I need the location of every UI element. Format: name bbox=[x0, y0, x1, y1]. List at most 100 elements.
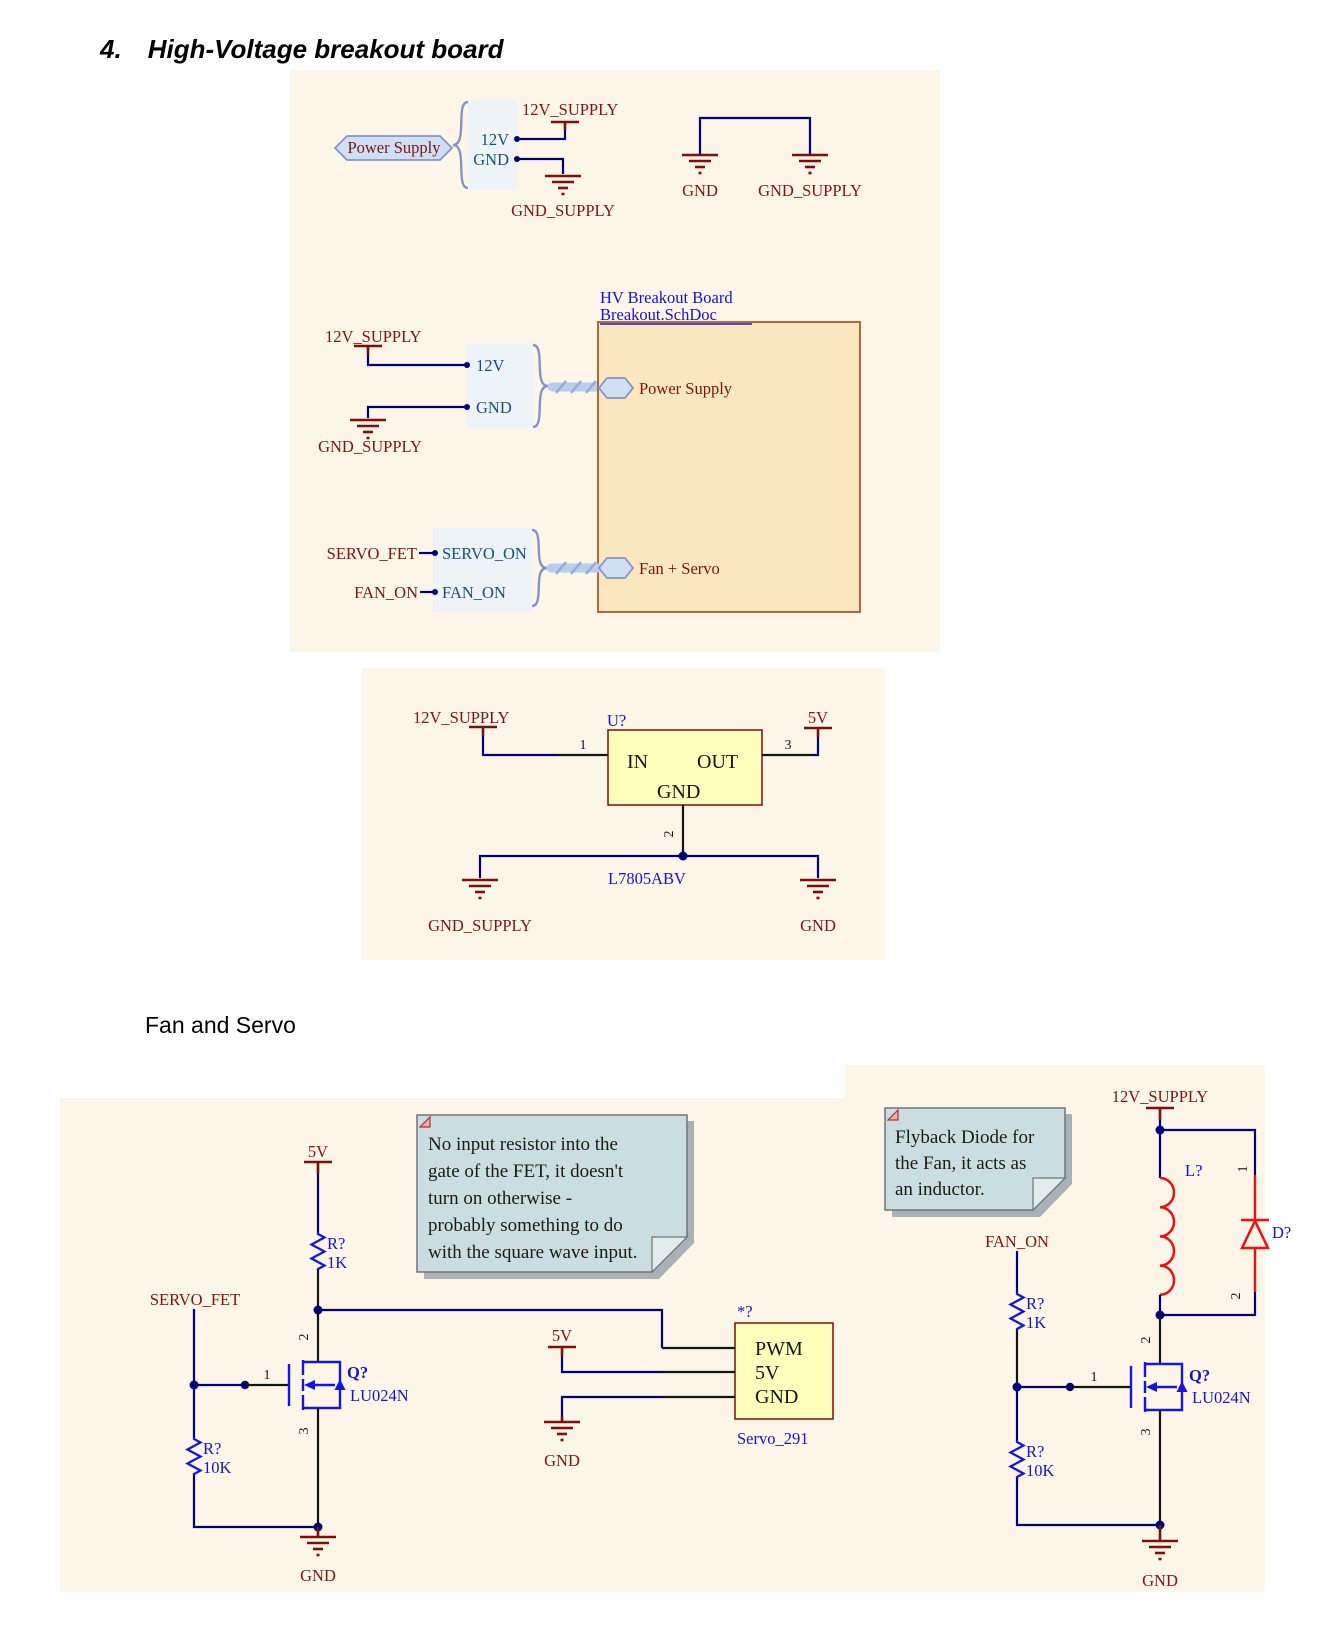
resistor-designator: R? bbox=[1026, 1294, 1044, 1313]
pin-number-2: 2 bbox=[1139, 1337, 1154, 1344]
pin-number-2: 2 bbox=[297, 1334, 312, 1341]
pin-number-1: 1 bbox=[264, 1368, 271, 1383]
note-line: Flyback Diode for bbox=[895, 1127, 1035, 1148]
note-line: turn on otherwise - bbox=[428, 1188, 572, 1209]
net-label-servo-fet: SERVO_FET bbox=[150, 1290, 240, 1309]
wire-ground-rail bbox=[478, 854, 820, 878]
canvas-regulator bbox=[362, 668, 885, 960]
section-heading: 4. High-Voltage breakout board bbox=[100, 34, 504, 65]
wire-5v bbox=[560, 1356, 662, 1374]
servo-connector-body bbox=[734, 1322, 834, 1420]
inductor-fan bbox=[1159, 1176, 1176, 1297]
sheet-filename: Breakout.SchDoc bbox=[600, 305, 717, 324]
harness-entry-gnd: GND bbox=[476, 398, 512, 417]
net-label-gnd-supply: GND_SUPPLY bbox=[428, 916, 532, 935]
pin-number-3: 3 bbox=[1139, 1429, 1154, 1436]
fet-value: LU024N bbox=[350, 1386, 409, 1405]
net-label-gnd-supply: GND_SUPPLY bbox=[511, 201, 615, 220]
wire-12v bbox=[366, 355, 467, 367]
subsection-heading: Fan and Servo bbox=[145, 1012, 296, 1038]
connector-designator: *? bbox=[737, 1302, 753, 1321]
note-fold bbox=[651, 1236, 689, 1274]
pin-name-gnd: GND bbox=[755, 1386, 798, 1408]
resistor-designator: R? bbox=[1026, 1442, 1044, 1461]
sheet-entry-fan-servo-label: Fan + Servo bbox=[639, 559, 720, 578]
harness-brace bbox=[452, 100, 469, 190]
pin-number-2: 2 bbox=[662, 831, 677, 838]
pin-name-in: IN bbox=[627, 751, 648, 773]
wire-diode-top bbox=[1160, 1128, 1257, 1175]
wire-gnd bbox=[560, 1395, 662, 1416]
sheet-symbol-group: 12V_SUPPLY GND_SUPPLY 12V GND HV Breakou… bbox=[318, 288, 861, 613]
regulator-comment: L7805ABV bbox=[608, 869, 686, 888]
note-line: the Fan, it acts as bbox=[895, 1153, 1026, 1174]
wire-input bbox=[481, 736, 558, 757]
pin-name-gnd: GND bbox=[657, 781, 700, 803]
power-supply-port bbox=[333, 135, 454, 161]
wire-output bbox=[812, 737, 820, 757]
pin-dot bbox=[464, 362, 470, 368]
pin-dot bbox=[432, 550, 438, 556]
net-label-5v: 5V bbox=[552, 1326, 572, 1345]
note-marker-icon bbox=[886, 1108, 899, 1121]
note-flyback: Flyback Diode for the Fan, it acts as an… bbox=[884, 1107, 1072, 1217]
net-label-servo-fet: SERVO_FET bbox=[327, 544, 417, 563]
net-label-gnd-supply: GND_SUPPLY bbox=[758, 181, 862, 200]
net-label-12v-supply: 12V_SUPPLY bbox=[522, 100, 619, 119]
pin-number-1: 1 bbox=[1236, 1166, 1251, 1173]
diode-designator: D? bbox=[1272, 1223, 1291, 1242]
net-label-gnd: GND bbox=[800, 916, 836, 935]
net-label-fan-on: FAN_ON bbox=[985, 1232, 1049, 1251]
harness-entry-servo-on: SERVO_ON bbox=[442, 544, 527, 563]
sheet-entry-power-label: Power Supply bbox=[639, 379, 733, 398]
pin-number-3: 3 bbox=[297, 1428, 312, 1435]
harness-entry-12v: 12V bbox=[481, 130, 510, 149]
net-label-gnd: GND bbox=[1142, 1571, 1178, 1590]
section-number: 4. bbox=[100, 34, 122, 64]
wire-pwm bbox=[318, 1308, 664, 1348]
net-label-gnd: GND bbox=[544, 1451, 580, 1470]
servo-fet-circuit: 5V R? 1K SERVO_FET 1 Q? LU024N 2 3 bbox=[150, 1114, 834, 1585]
note-line: an inductor. bbox=[895, 1179, 985, 1200]
regulator-body bbox=[607, 729, 763, 806]
harness-entry-fan-on: FAN_ON bbox=[442, 583, 506, 602]
note-fold bbox=[1032, 1177, 1067, 1212]
connector-value: Servo_291 bbox=[737, 1429, 809, 1448]
wire-gnd bbox=[366, 405, 467, 418]
note-servo: No input resistor into the gate of the F… bbox=[416, 1114, 694, 1279]
fet-designator: Q? bbox=[1189, 1366, 1210, 1385]
harness-entry-12v: 12V bbox=[476, 356, 505, 375]
regulator-designator: U? bbox=[607, 711, 626, 730]
resistor-designator: R? bbox=[203, 1439, 221, 1458]
resistor-designator: R? bbox=[327, 1234, 345, 1253]
pin-number-3: 3 bbox=[785, 738, 792, 753]
sheet-entry-power bbox=[597, 377, 635, 399]
resistor-value: 1K bbox=[1026, 1313, 1046, 1332]
power-supply-port-group: Power Supply 12V GND 12V_SUPPLY GND_SUPP… bbox=[333, 100, 619, 220]
resistor-value: 10K bbox=[203, 1458, 232, 1477]
harness-connector-control bbox=[433, 528, 532, 612]
net-label-gnd: GND bbox=[300, 1566, 336, 1585]
note-marker-icon bbox=[418, 1115, 431, 1128]
net-label-12v-supply: 12V_SUPPLY bbox=[1112, 1087, 1209, 1106]
net-label-fan-on: FAN_ON bbox=[354, 583, 418, 602]
inductor-designator: L? bbox=[1185, 1161, 1202, 1180]
resistor-value: 1K bbox=[327, 1253, 347, 1272]
sheet-entry-fan-servo bbox=[597, 557, 635, 579]
pin-number-2: 2 bbox=[1229, 1293, 1244, 1300]
resistor-value: 10K bbox=[1026, 1461, 1055, 1480]
wire-gnd bbox=[517, 157, 565, 174]
wire bbox=[1015, 1478, 1160, 1527]
wire-12v bbox=[517, 130, 567, 141]
note-line: gate of the FET, it doesn't bbox=[428, 1161, 624, 1182]
pin-name-5v: 5V bbox=[755, 1362, 780, 1384]
pin-number-1: 1 bbox=[580, 738, 587, 753]
fet-designator: Q? bbox=[347, 1363, 368, 1382]
harness-connector bbox=[468, 100, 517, 190]
net-label-gnd-supply: GND_SUPPLY bbox=[318, 437, 422, 456]
pin-dot bbox=[464, 404, 470, 410]
pin-dot bbox=[432, 589, 438, 595]
ground-tie-group: GND GND_SUPPLY bbox=[680, 116, 862, 200]
net-label-5v: 5V bbox=[808, 708, 828, 727]
